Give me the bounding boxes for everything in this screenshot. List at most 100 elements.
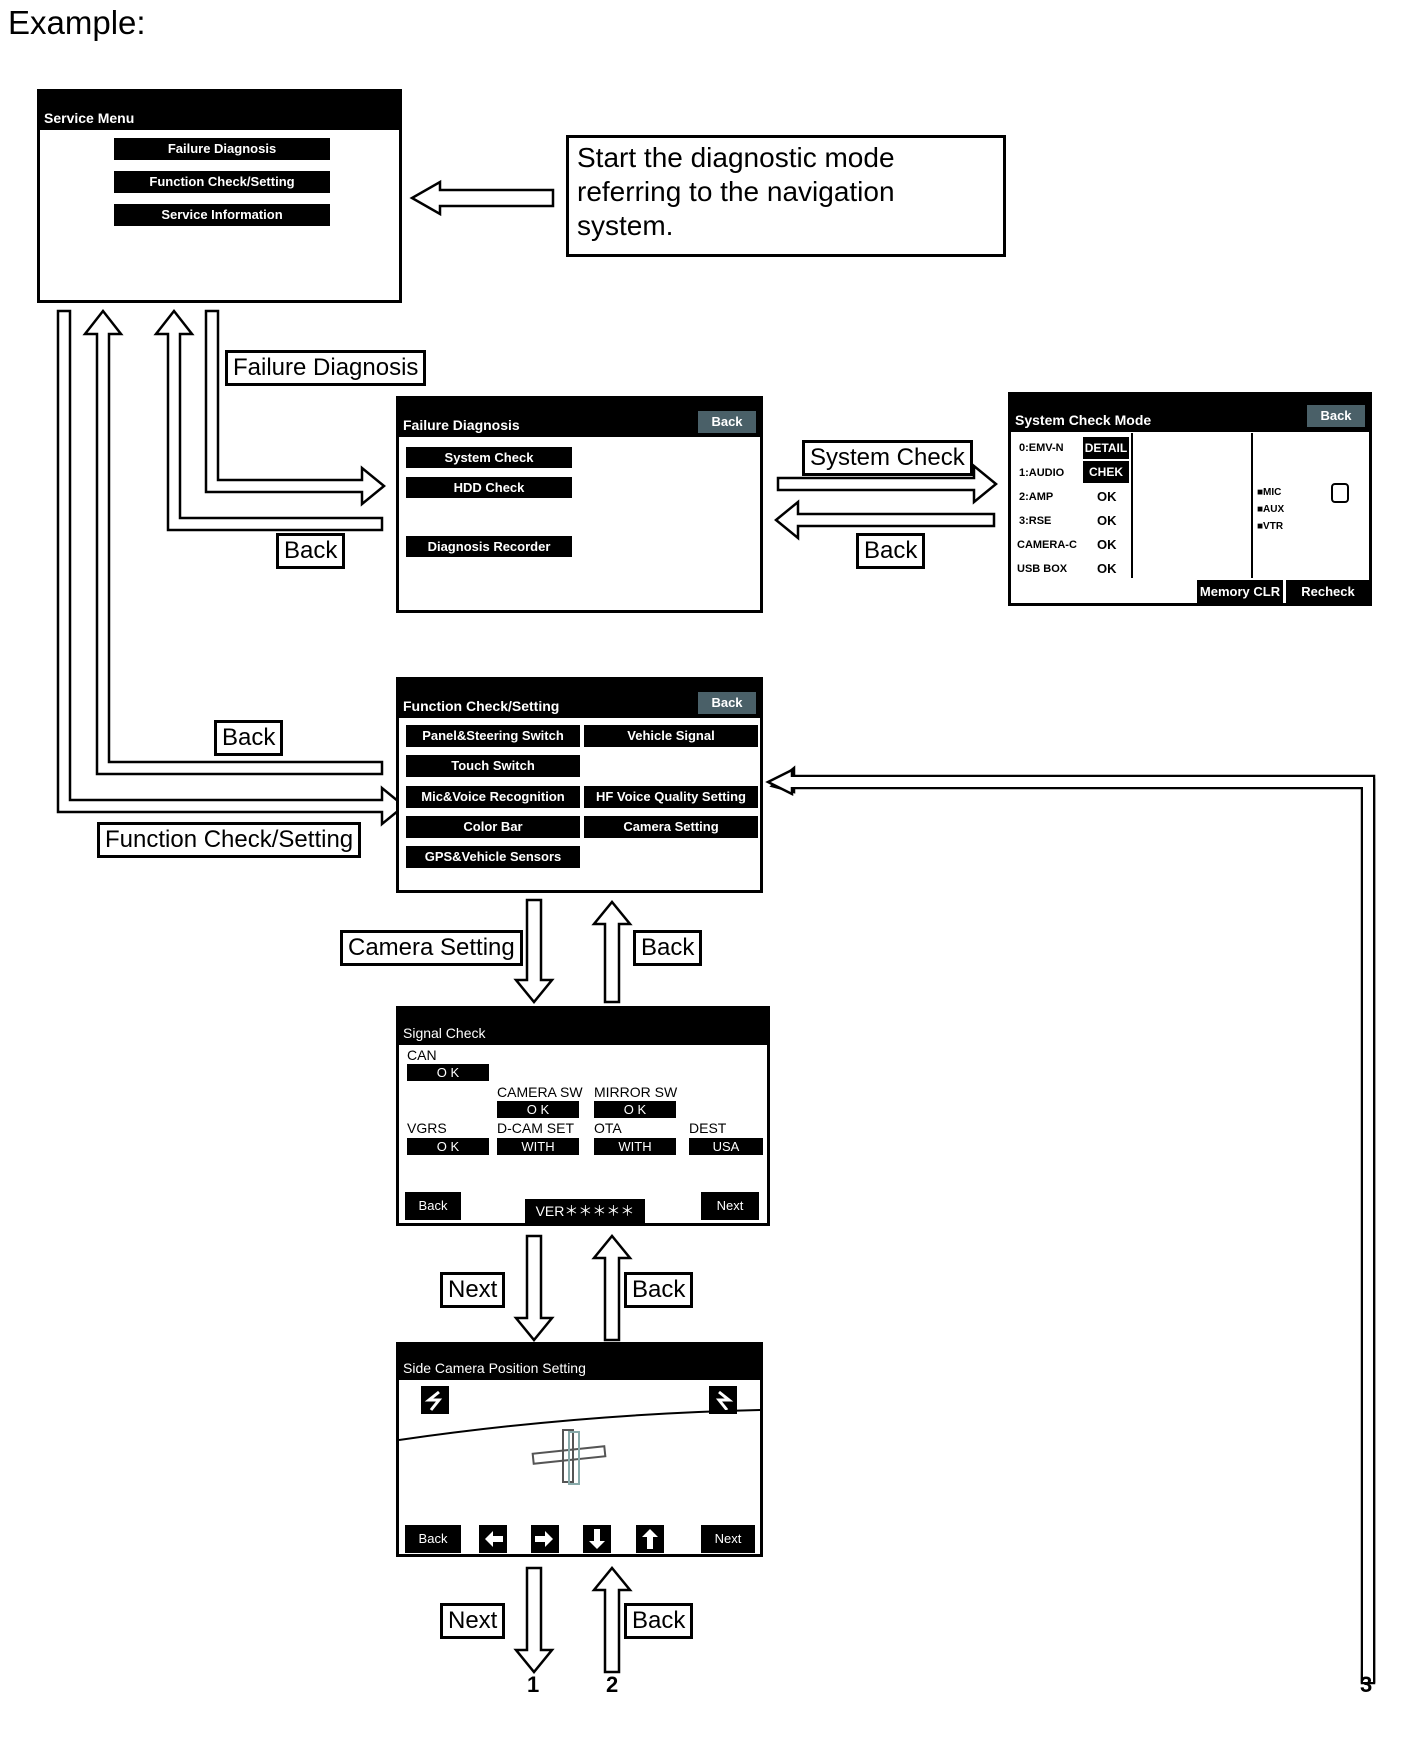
dcam-set-value: WITH bbox=[497, 1138, 579, 1155]
can-value: O K bbox=[407, 1064, 489, 1081]
function-check-back-button[interactable]: Back bbox=[698, 692, 756, 714]
function-check-screen: Function Check/Setting Back Panel&Steeri… bbox=[396, 677, 763, 893]
system-check-titlebar: System Check Mode Back bbox=[1011, 395, 1369, 432]
legend-vtr: ■VTR bbox=[1257, 521, 1284, 532]
label-failure-diagnosis: Failure Diagnosis bbox=[225, 350, 427, 386]
memory-clr-button[interactable]: Memory CLR bbox=[1197, 580, 1283, 604]
ota-value: WITH bbox=[594, 1138, 676, 1155]
indicator-square-icon bbox=[1331, 483, 1349, 503]
vgrs-label: VGRS bbox=[407, 1120, 447, 1136]
label-back-6: Back bbox=[624, 1603, 694, 1639]
signal-check-next-button[interactable]: Next bbox=[701, 1192, 759, 1220]
row-status-rse: OK bbox=[1097, 513, 1117, 528]
label-back-3: Back bbox=[214, 720, 284, 756]
label-system-check: System Check bbox=[802, 440, 973, 476]
dest-label: DEST bbox=[689, 1120, 727, 1136]
mirror-sw-value: O K bbox=[594, 1101, 676, 1118]
service-menu-title: Service Menu bbox=[44, 110, 135, 126]
dcam-set-label: D-CAM SET bbox=[497, 1120, 574, 1136]
service-menu-titlebar: Service Menu bbox=[40, 92, 399, 130]
color-bar-button[interactable]: Color Bar bbox=[406, 816, 580, 838]
label-back-5: Back bbox=[624, 1272, 694, 1308]
system-check-title: System Check Mode bbox=[1015, 412, 1152, 428]
hdd-check-button[interactable]: HDD Check bbox=[406, 477, 572, 498]
system-check-divider-left bbox=[1131, 433, 1133, 578]
side-camera-back-button[interactable]: Back bbox=[405, 1525, 461, 1553]
side-camera-next-button[interactable]: Next bbox=[701, 1525, 755, 1553]
side-camera-title: Side Camera Position Setting bbox=[403, 1360, 586, 1376]
mirror-sw-label: MIRROR SW bbox=[594, 1084, 678, 1100]
arrow-up-icon bbox=[636, 1525, 664, 1553]
rotate-right-icon bbox=[709, 1386, 737, 1414]
label-function-check: Function Check/Setting bbox=[97, 822, 362, 858]
legend-mic: ■MIC bbox=[1257, 487, 1282, 498]
can-label: CAN bbox=[407, 1047, 437, 1063]
ota-label: OTA bbox=[594, 1120, 622, 1136]
version-display: VER＊＊＊＊＊ bbox=[525, 1199, 645, 1224]
label-back-4: Back bbox=[633, 930, 703, 966]
terminal-1: 1 bbox=[527, 1672, 540, 1697]
row-status-emv[interactable]: DETAIL bbox=[1083, 437, 1129, 459]
system-check-button[interactable]: System Check bbox=[406, 447, 572, 468]
function-check-titlebar: Function Check/Setting Back bbox=[399, 680, 760, 718]
service-information-button[interactable]: Service Information bbox=[114, 204, 330, 226]
system-check-back-button[interactable]: Back bbox=[1307, 405, 1365, 427]
dest-value: USA bbox=[689, 1138, 763, 1155]
row-name-emv: 0:EMV-N bbox=[1019, 442, 1064, 454]
diagnosis-recorder-button[interactable]: Diagnosis Recorder bbox=[406, 536, 572, 557]
camera-setting-button[interactable]: Camera Setting bbox=[584, 816, 758, 838]
instruction-callout: Start the diagnostic mode referring to t… bbox=[566, 135, 1006, 257]
system-check-divider-right bbox=[1251, 433, 1253, 578]
terminal-3: 3 bbox=[1360, 1672, 1373, 1697]
crosshair-icon bbox=[531, 1429, 607, 1485]
panel-steering-switch-button[interactable]: Panel&Steering Switch bbox=[406, 725, 580, 747]
row-name-rse: 3:RSE bbox=[1019, 515, 1052, 527]
arrow-down-icon bbox=[583, 1525, 611, 1553]
camera-sw-value: O K bbox=[497, 1101, 579, 1118]
row-name-usb: USB BOX bbox=[1017, 563, 1068, 575]
row-status-usb: OK bbox=[1097, 561, 1117, 576]
label-back-2: Back bbox=[856, 533, 926, 569]
hf-voice-quality-button[interactable]: HF Voice Quality Setting bbox=[584, 786, 758, 808]
vehicle-signal-button[interactable]: Vehicle Signal bbox=[584, 725, 758, 747]
failure-diagnosis-screen: Failure Diagnosis Back System Check HDD … bbox=[396, 396, 763, 613]
row-status-amp: OK bbox=[1097, 489, 1117, 504]
failure-diagnosis-titlebar: Failure Diagnosis Back bbox=[399, 399, 760, 437]
failure-diagnosis-back-button[interactable]: Back bbox=[698, 411, 756, 433]
signal-check-back-button[interactable]: Back bbox=[405, 1192, 461, 1220]
side-camera-screen: Side Camera Position Setting Back Next bbox=[396, 1342, 763, 1557]
row-name-audio: 1:AUDIO bbox=[1019, 467, 1065, 479]
function-check-setting-button[interactable]: Function Check/Setting bbox=[114, 171, 330, 193]
vgrs-value: O K bbox=[407, 1138, 489, 1155]
label-next-1: Next bbox=[440, 1272, 506, 1308]
signal-check-title: Signal Check bbox=[403, 1025, 486, 1041]
signal-check-screen: Signal Check CAN O K CAMERA SW O K MIRRO… bbox=[396, 1006, 770, 1226]
signal-check-titlebar: Signal Check bbox=[399, 1009, 767, 1045]
touch-switch-button[interactable]: Touch Switch bbox=[406, 755, 580, 777]
mic-voice-recognition-button[interactable]: Mic&Voice Recognition bbox=[406, 786, 580, 808]
service-menu-screen: Service Menu Failure Diagnosis Function … bbox=[37, 89, 402, 303]
row-name-amp: 2:AMP bbox=[1019, 491, 1054, 503]
legend-aux: ■AUX bbox=[1257, 504, 1285, 515]
label-next-2: Next bbox=[440, 1603, 506, 1639]
recheck-button[interactable]: Recheck bbox=[1286, 580, 1370, 604]
arrow-right-icon bbox=[531, 1525, 559, 1553]
gps-vehicle-sensors-button[interactable]: GPS&Vehicle Sensors bbox=[406, 846, 580, 868]
row-name-camera: CAMERA-C bbox=[1017, 539, 1077, 551]
failure-diagnosis-button[interactable]: Failure Diagnosis bbox=[114, 138, 330, 160]
system-check-mode-screen: System Check Mode Back 0:EMV-N DETAIL 1:… bbox=[1008, 392, 1372, 606]
label-back-1: Back bbox=[276, 533, 346, 569]
side-camera-titlebar: Side Camera Position Setting bbox=[399, 1345, 760, 1380]
row-status-audio[interactable]: CHEK bbox=[1083, 461, 1129, 483]
terminal-2: 2 bbox=[606, 1672, 619, 1697]
failure-diagnosis-title: Failure Diagnosis bbox=[403, 417, 520, 433]
camera-view-graphic bbox=[399, 1386, 760, 1485]
rotate-left-icon bbox=[421, 1386, 449, 1414]
arrow-left-icon bbox=[479, 1525, 507, 1553]
row-status-camera: OK bbox=[1097, 537, 1117, 552]
function-check-title: Function Check/Setting bbox=[403, 698, 560, 714]
diagram-heading: Example: bbox=[8, 4, 146, 41]
direction-controls[interactable] bbox=[479, 1525, 679, 1555]
label-camera-setting: Camera Setting bbox=[340, 930, 523, 966]
